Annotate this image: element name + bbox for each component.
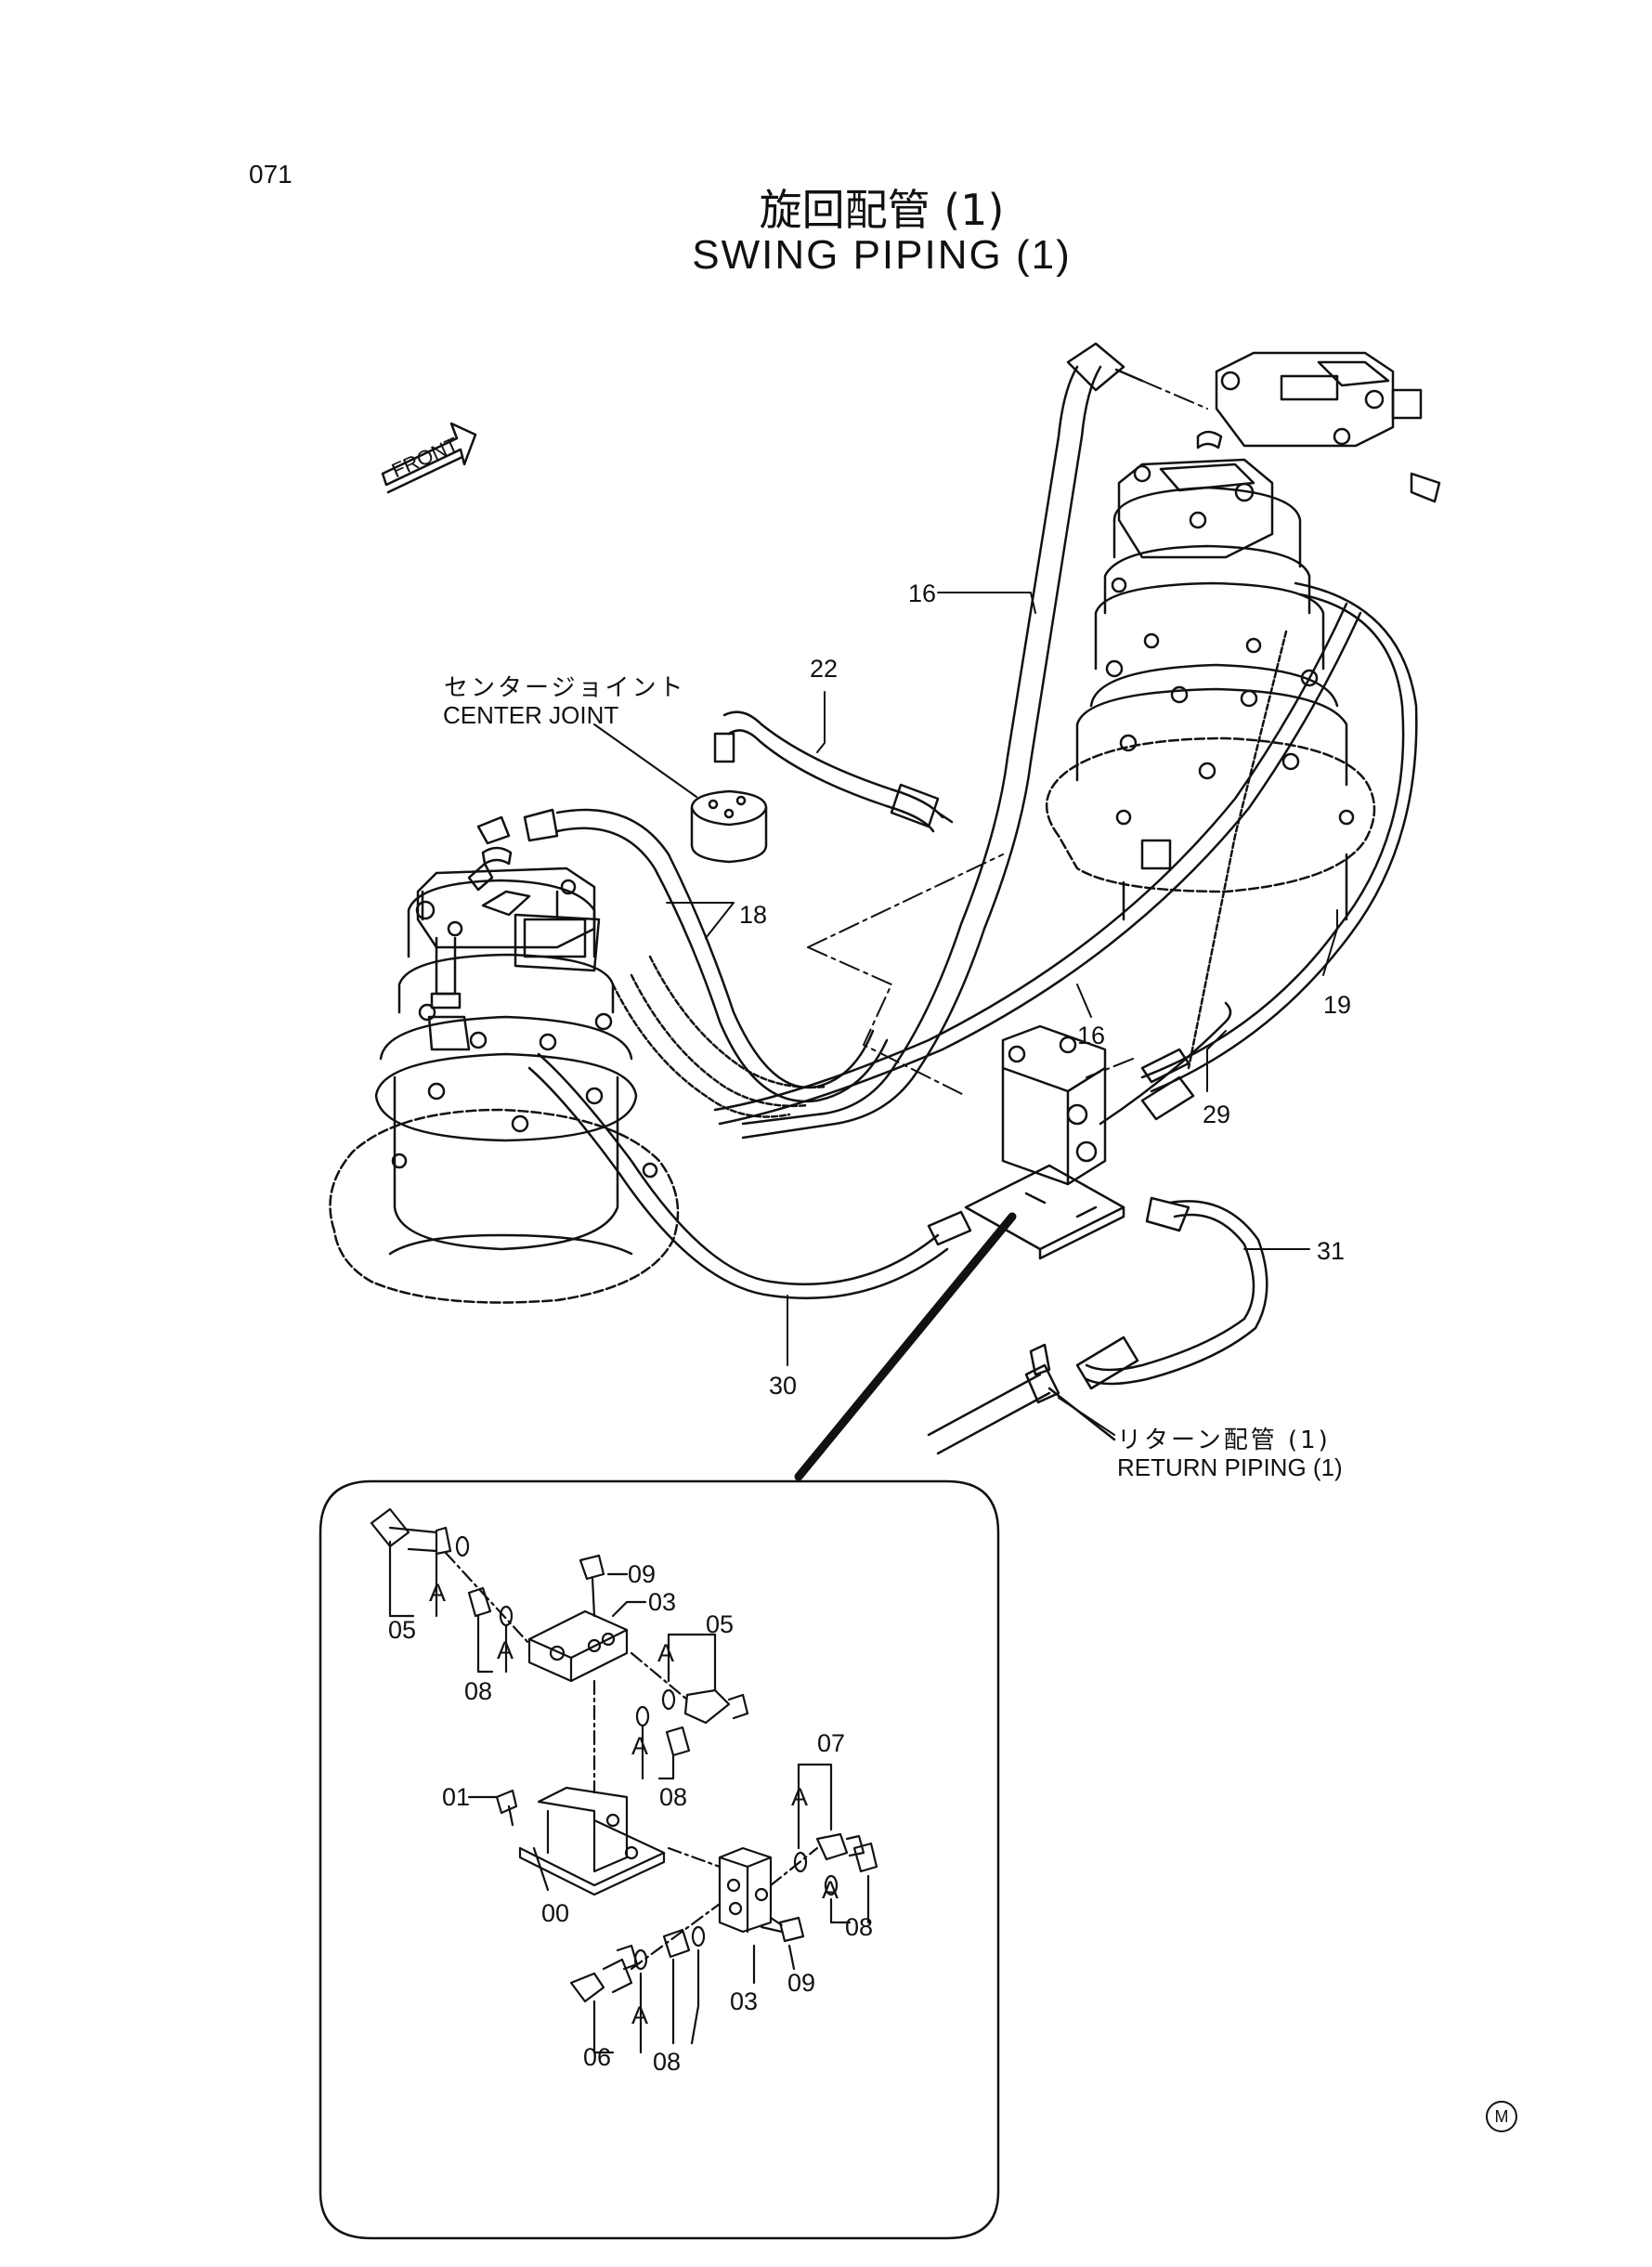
detail-callout-A-3: A <box>657 1639 675 1667</box>
detail-callout-09-bottom: 09 <box>787 1969 816 1997</box>
callout-22: 22 <box>810 655 839 683</box>
detail-callout-A-2: A <box>497 1636 514 1664</box>
detail-callout-09-top: 09 <box>628 1560 657 1588</box>
hose-16-lower <box>713 602 1362 1126</box>
detail-callout-01: 01 <box>442 1783 471 1811</box>
braided-hoses <box>611 630 1288 1118</box>
detail-parts <box>370 1507 878 2054</box>
page-number: 071 <box>249 160 293 189</box>
detail-frame <box>319 1479 1000 2240</box>
detail-callout-05-right: 05 <box>706 1610 735 1638</box>
callout-30: 30 <box>769 1372 798 1400</box>
callout-31: 31 <box>1317 1237 1346 1265</box>
front-arrow-icon <box>381 422 477 494</box>
center-lines <box>807 380 1208 1097</box>
center-joint-label-en: CENTER JOINT <box>443 701 619 729</box>
detail-callout-07: 07 <box>817 1729 846 1757</box>
hose-19 <box>1140 581 1418 1093</box>
detail-callout-03-bottom: 03 <box>730 1987 759 2015</box>
hose-18 <box>523 808 889 1103</box>
detail-callout-05-left: 05 <box>388 1616 417 1644</box>
detail-pointer <box>794 1212 1017 1481</box>
callout-29: 29 <box>1203 1101 1231 1128</box>
center-joint <box>690 789 768 864</box>
callout-19: 19 <box>1323 991 1352 1019</box>
detail-callout-A-6: A <box>822 1876 839 1904</box>
detail-callout-08-mid: 08 <box>659 1783 688 1811</box>
page-title-en: SWING PIPING (1) <box>692 232 1072 278</box>
leader-lines <box>593 592 1338 1436</box>
callout-18: 18 <box>739 901 768 929</box>
detail-callout-A-4: A <box>631 1732 649 1760</box>
page-title-jp: 旋回配管 (1) <box>759 185 1005 235</box>
detail-callout-00: 00 <box>541 1899 570 1927</box>
return-piping-label-jp: リターン配管 (1) <box>1117 1427 1331 1454</box>
detail-callout-08-right: 08 <box>845 1913 874 1941</box>
detail-callout-03-top: 03 <box>648 1588 677 1616</box>
hose-16 <box>741 342 1144 1140</box>
hose-30 <box>527 1052 972 1300</box>
hose-31 <box>1075 1196 1268 1390</box>
callout-16-upper: 16 <box>908 580 937 607</box>
callout-16-lower: 16 <box>1077 1022 1106 1049</box>
return-piping <box>927 1343 1116 1455</box>
detail-callout-08-left: 08 <box>464 1677 493 1705</box>
left-swing-motor <box>329 815 680 1304</box>
corner-m-mark: M <box>1486 2101 1517 2132</box>
valve-block <box>964 1024 1125 1260</box>
detail-callout-08-bottom: 08 <box>653 2048 682 2076</box>
return-piping-label-en: RETURN PIPING (1) <box>1117 1453 1343 1481</box>
detail-callout-A-5: A <box>791 1783 809 1811</box>
detail-callout-06: 06 <box>583 2043 612 2071</box>
right-swing-motor <box>1045 351 1441 921</box>
detail-callout-A-1: A <box>429 1579 447 1607</box>
detail-callout-A-7: A <box>631 2001 649 2029</box>
hose-22 <box>713 710 954 833</box>
center-joint-label-jp: センタージョイント <box>444 674 686 702</box>
